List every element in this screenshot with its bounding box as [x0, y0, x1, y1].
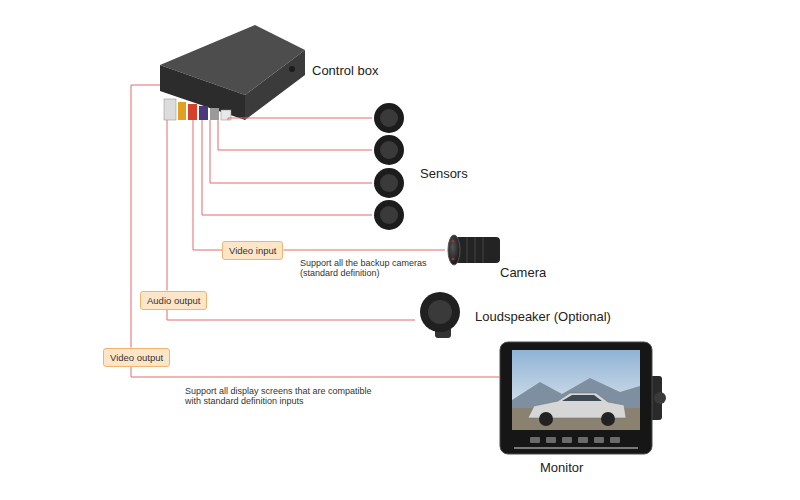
box-side — [245, 50, 305, 120]
part-label: Loudspeaker (Optional) — [475, 309, 611, 324]
port — [199, 106, 208, 120]
part-label: Control box — [312, 63, 378, 78]
signal-wire — [167, 310, 415, 321]
note-holder: Support all display screens that are com… — [185, 386, 390, 407]
screen-car-wheel — [539, 412, 553, 426]
camera-led — [452, 240, 455, 243]
sensor — [374, 135, 404, 165]
screen-car-wheel — [601, 412, 615, 426]
signal-name: Video input — [229, 245, 276, 256]
monitor-button — [546, 437, 556, 443]
monitor-knob — [654, 392, 666, 404]
monitor-button — [530, 437, 540, 443]
monitor-figure — [500, 342, 666, 454]
sensor — [374, 200, 404, 230]
sensor — [374, 103, 404, 133]
sensor-figures — [374, 103, 404, 230]
camera-lens — [448, 235, 460, 265]
port — [164, 99, 176, 120]
monitor-button — [594, 437, 604, 443]
compatibility-note: Support all the backup cameras (standard… — [300, 258, 427, 278]
sensor-face — [380, 141, 398, 159]
signal-name: Audio output — [147, 295, 200, 306]
camera-ridge — [475, 237, 476, 263]
loudspeaker-figure — [420, 292, 460, 338]
part-label: Monitor — [540, 460, 583, 475]
loudspeaker: Loudspeaker (Optional) — [415, 290, 465, 340]
camera-body — [455, 237, 500, 263]
signal-wire — [283, 250, 445, 251]
screen-car-window — [562, 395, 602, 401]
part-label: Sensors — [420, 166, 468, 181]
camera-ridge — [467, 237, 468, 263]
camera-led — [452, 258, 455, 261]
monitor-screen — [512, 350, 640, 430]
sensor-face — [380, 206, 398, 224]
speaker-grille — [428, 300, 452, 324]
monitor-trim — [514, 447, 638, 449]
port — [178, 102, 186, 120]
sensor — [374, 168, 404, 198]
monitor-button — [562, 437, 572, 443]
label-holder: Loudspeaker (Optional) — [475, 309, 611, 324]
port — [210, 108, 219, 120]
signal-wire — [131, 367, 500, 378]
signal-wire — [202, 118, 372, 215]
camera: Camera — [445, 230, 505, 270]
camera-figure — [448, 235, 500, 265]
signal-wire — [193, 120, 222, 250]
box-front — [160, 65, 245, 120]
sensor-face — [380, 174, 398, 192]
control-box-figure — [160, 25, 305, 120]
camera-ridge — [483, 237, 484, 263]
monitor-bezel — [500, 342, 652, 454]
label-holder: Monitor — [540, 460, 583, 475]
note-holder: Support all the backup cameras (standard… — [300, 258, 440, 279]
signal-box: Audio output — [140, 291, 207, 310]
label-holder: Control box — [312, 63, 378, 78]
signal-box: Video output — [103, 348, 170, 367]
label-holder: Camera — [500, 265, 546, 280]
signal-wire — [167, 120, 168, 291]
speaker-body — [420, 292, 460, 332]
sensor-group: Sensors — [372, 100, 407, 232]
box-hole — [289, 66, 295, 72]
control-box: Control box — [160, 25, 305, 120]
signal-name: Video output — [110, 352, 163, 363]
signal-box: Video input — [222, 241, 283, 260]
compatibility-note: Support all display screens that are com… — [185, 386, 372, 406]
monitor: Monitor — [500, 338, 670, 458]
label-holder: Sensors — [420, 166, 468, 181]
sensor-face — [380, 109, 398, 127]
part-label: Camera — [500, 265, 546, 280]
port — [188, 104, 197, 120]
monitor-button — [610, 437, 620, 443]
monitor-button — [578, 437, 588, 443]
